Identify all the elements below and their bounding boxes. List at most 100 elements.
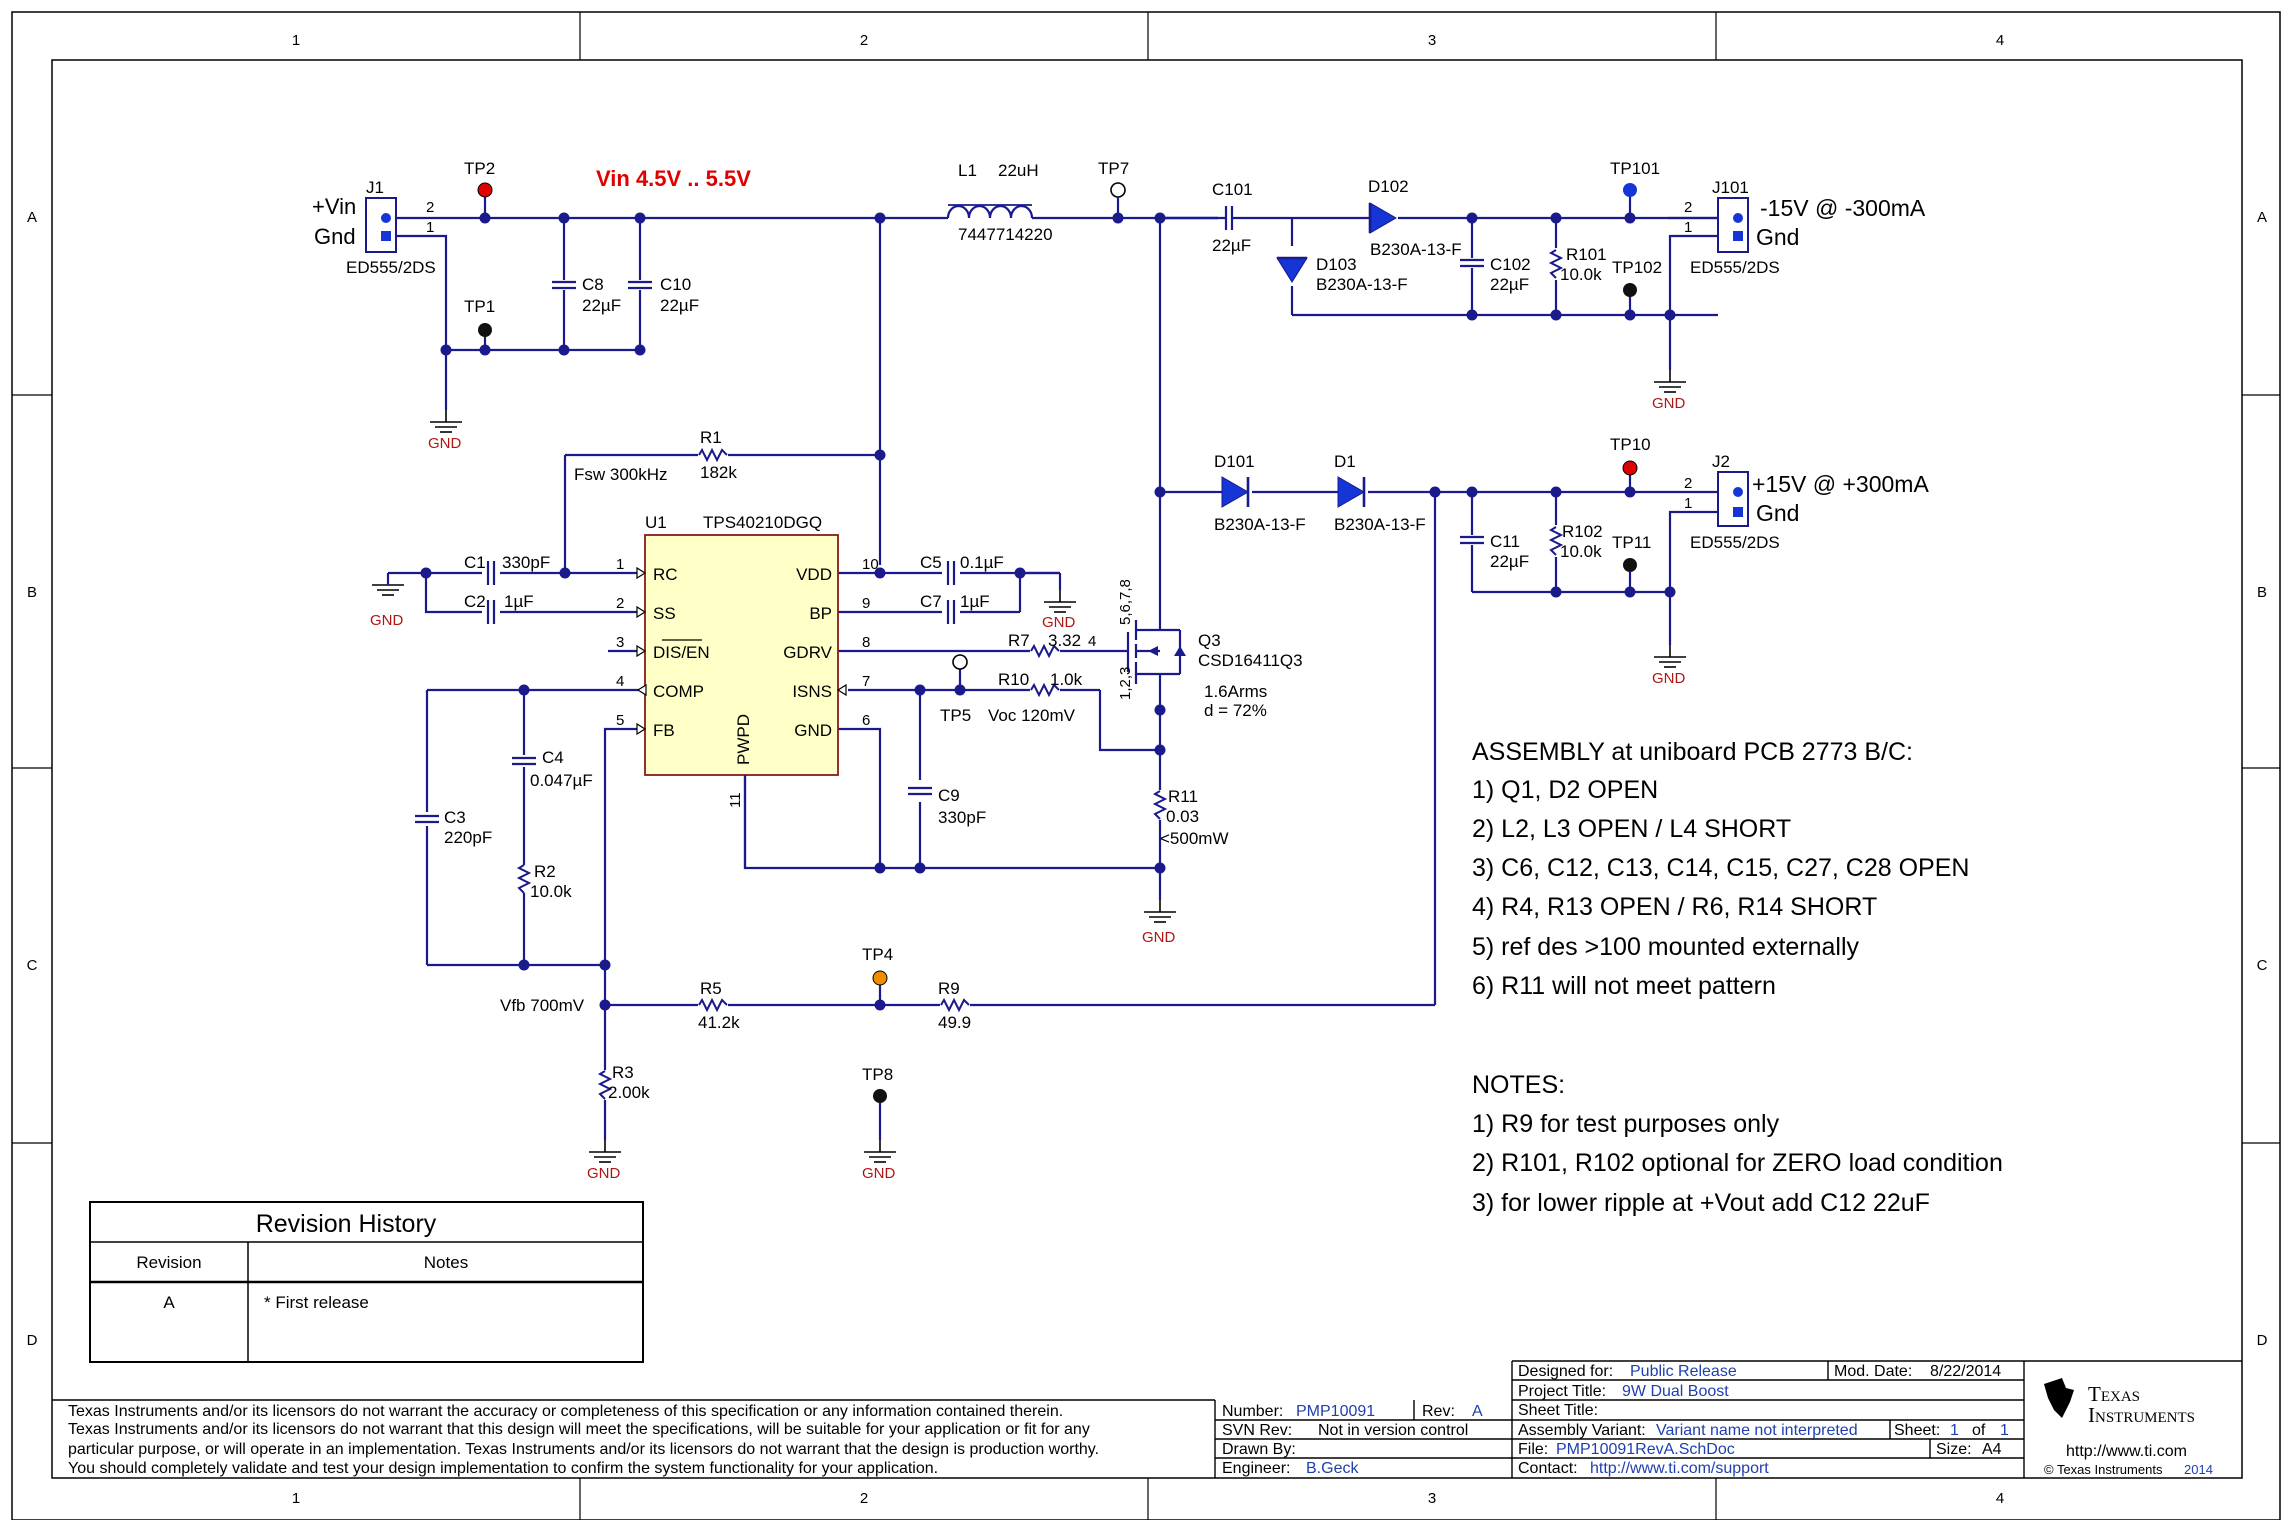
c2-value: 1µF (504, 592, 534, 611)
file-label: File: (1518, 1441, 1548, 1458)
junction-dot (1624, 309, 1636, 321)
junction-dot (479, 212, 491, 224)
junction-dot (1014, 567, 1026, 579)
junction-dot (874, 449, 886, 461)
r3-value: 2.00k (608, 1083, 650, 1102)
junction-dot (634, 212, 646, 224)
r1-value: 182k (700, 463, 737, 482)
junction-dot (518, 684, 530, 696)
col-label: 4 (1996, 32, 2004, 49)
res-r101: R101 10.0k (1550, 245, 1607, 284)
d102-ref: D102 (1368, 177, 1409, 196)
diode-d101: D101 B230A-13-F (1214, 452, 1306, 534)
col-label: 3 (1428, 32, 1436, 49)
c7-value: 1µF (960, 592, 990, 611)
row-label: C (2257, 957, 2268, 974)
junction-dot (440, 344, 452, 356)
col-label: 1 (292, 32, 300, 49)
c8-value: 22µF (582, 296, 621, 315)
number-value: PMP10091 (1296, 1403, 1375, 1420)
r11-note: <500mW (1160, 829, 1229, 848)
copyright: © Texas Instruments (2044, 1462, 2163, 1477)
c102-ref: C102 (1490, 255, 1531, 274)
sheet-value: 1 (1950, 1422, 1959, 1439)
j2-part: ED555/2DS (1690, 533, 1780, 552)
contact-label: Contact: (1518, 1460, 1578, 1477)
sheet-label: Sheet: (1894, 1422, 1940, 1439)
pin-num: 7 (862, 673, 870, 690)
fsw-label: Fsw 300kHz (574, 465, 668, 484)
tp10: TP10 (1610, 435, 1651, 476)
sheet-frame (11, 11, 2281, 1520)
res-r1: R1 182k Fsw 300kHz (574, 428, 737, 484)
source-pins: 1,2,3 (1117, 667, 1134, 700)
pin-num: 4 (616, 673, 624, 690)
cap-c1: C1 330pF (464, 553, 550, 587)
diode-d102: D102 B230A-13-F (1368, 177, 1462, 259)
pin-num: 3 (616, 634, 624, 651)
d1-part: B230A-13-F (1334, 515, 1426, 534)
file-value: PMP10091RevA.SchDoc (1556, 1441, 1735, 1458)
notes-cell: * First release (264, 1293, 369, 1312)
ti-url: http://www.ti.com (2066, 1443, 2187, 1460)
diode-d103: D103 B230A-13-F (1276, 255, 1408, 294)
junction-dot (1154, 744, 1166, 756)
tp102: TP102 (1612, 258, 1662, 297)
gnd-label: GND (1652, 670, 1686, 687)
col-label: 3 (1428, 1490, 1436, 1507)
r102-ref: R102 (1562, 522, 1603, 541)
junction-dot (914, 862, 926, 874)
drain-pins: 5,6,7,8 (1117, 579, 1134, 625)
contact-value: http://www.ti.com/support (1590, 1460, 1769, 1477)
c3-value: 220pF (444, 828, 492, 847)
project-value: 9W Dual Boost (1622, 1383, 1729, 1400)
pin-num: 1 (616, 556, 624, 573)
drawn-label: Drawn By: (1222, 1441, 1296, 1458)
junction-dot (558, 212, 570, 224)
junction-dot (914, 684, 926, 696)
designed-value: Public Release (1630, 1363, 1737, 1380)
of-label: of (1972, 1422, 1986, 1439)
junction-dot (1550, 486, 1562, 498)
r10-value: 1.0k (1050, 670, 1083, 689)
cap-c2: C2 1µF (464, 592, 534, 626)
r101-value: 10.0k (1560, 265, 1602, 284)
d1-ref: D1 (1334, 452, 1356, 471)
assembly-notes: ASSEMBLY at uniboard PCB 2773 B/C: 1) Q1… (1472, 738, 2003, 1217)
d101-ref: D101 (1214, 452, 1255, 471)
u1-part: TPS40210DGQ (703, 513, 822, 532)
junction-dot (1664, 309, 1676, 321)
notes-col-header: Notes (424, 1253, 468, 1272)
logo-line2: Instruments (2088, 1403, 2195, 1427)
connector-j1: J1 +Vin Gnd ED555/2DS 2 1 (312, 178, 436, 277)
r2-value: 10.0k (530, 882, 572, 901)
cap-c5: C5 0.1µF (920, 553, 1004, 587)
revision-col-header: Revision (136, 1253, 201, 1272)
assembly-title: ASSEMBLY at uniboard PCB 2773 B/C: (1472, 738, 1913, 766)
junction-dot (1154, 862, 1166, 874)
project-label: Project Title: (1518, 1383, 1606, 1400)
r11-value: 0.03 (1166, 807, 1199, 826)
junction-dot (874, 862, 886, 874)
junction-dot (1154, 212, 1166, 224)
c9-value: 330pF (938, 808, 986, 827)
pos-gnd-label: Gnd (1756, 500, 1799, 526)
r5-value: 41.2k (698, 1013, 740, 1032)
c7-ref: C7 (920, 592, 942, 611)
gnd-label: GND (370, 612, 404, 629)
r11-ref: R11 (1168, 787, 1198, 806)
cap-c101: C101 22µF (1160, 180, 1260, 255)
cap-c10: C10 22µF (626, 275, 699, 315)
tp7-label: TP7 (1098, 159, 1129, 178)
pin-num: 10 (862, 556, 879, 573)
col-label: 1 (292, 1490, 300, 1507)
mod-label: Mod. Date: (1834, 1363, 1912, 1380)
neg-gnd-label: Gnd (1756, 224, 1799, 250)
junction-dot (954, 684, 966, 696)
c4-value: 0.047µF (530, 771, 593, 790)
pin-number: 2 (426, 199, 434, 216)
c1-value: 330pF (502, 553, 550, 572)
c5-value: 0.1µF (960, 553, 1004, 572)
r101-ref: R101 (1566, 245, 1607, 264)
c10-ref: C10 (660, 275, 691, 294)
